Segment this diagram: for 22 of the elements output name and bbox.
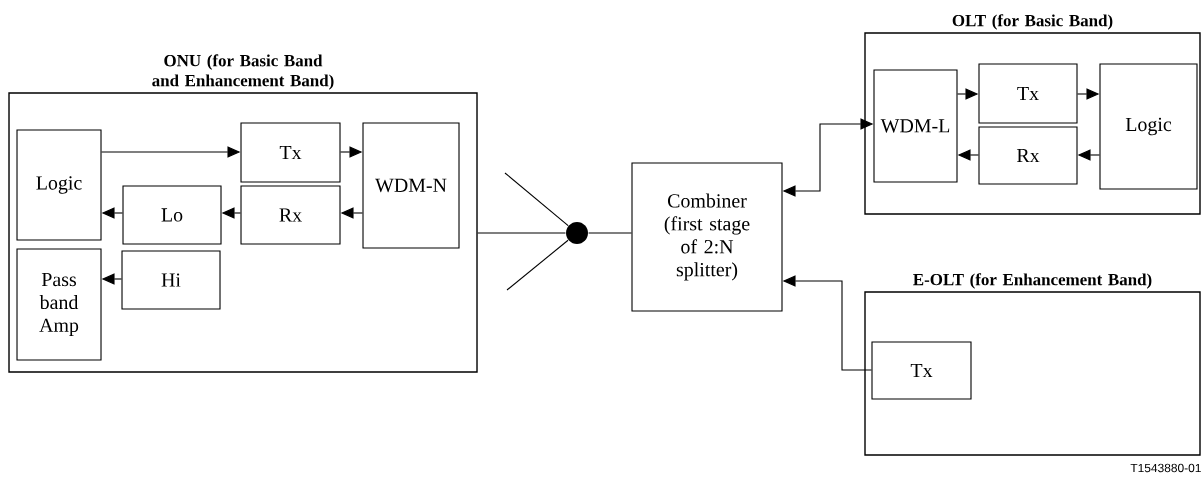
process-box: WDM-L [873, 69, 958, 183]
unit-heading: OLT (for Basic Band) [952, 14, 1113, 30]
process-box: Lo [122, 185, 222, 245]
process-box: Logic [16, 129, 102, 241]
process-box: Rx [240, 185, 341, 245]
process-box: Rx [978, 126, 1078, 185]
unit-heading: ONU (for Basic Band and Enhancement Band) [152, 54, 334, 90]
process-box: Tx [871, 341, 972, 400]
process-box: Logic [1099, 63, 1198, 190]
line [504, 172, 569, 227]
process-box: Tx [978, 63, 1078, 124]
process-box: WDM-N [362, 122, 460, 249]
process-box: Hi [121, 250, 221, 310]
junction-dot [566, 222, 588, 244]
figure-number: T1543880-01 [1130, 463, 1201, 473]
unit-heading: E-OLT (for Enhancement Band) [913, 273, 1152, 289]
process-box: Pass band Amp [16, 248, 102, 361]
process-box: Combiner (first stage of 2:N splitter) [631, 162, 783, 312]
line [506, 239, 569, 291]
process-box: Tx [240, 122, 341, 183]
line [477, 232, 566, 234]
line [588, 232, 632, 234]
